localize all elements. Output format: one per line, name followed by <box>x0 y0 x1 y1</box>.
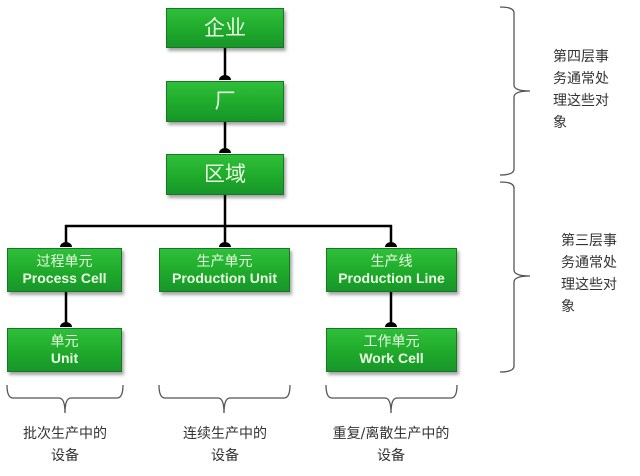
brace-level4 <box>499 6 531 176</box>
side-note-level4: 第四层事务通常处理这些对象 <box>553 49 609 131</box>
bottom-note-line2: 设备 <box>51 448 79 464</box>
node-label-zh: 过程单元 <box>36 253 93 270</box>
bottom-note-discrete: 重复/离散生产中的 设备 <box>316 423 466 467</box>
connector-cap <box>60 322 72 327</box>
node-label-en: Production Unit <box>172 270 277 286</box>
brace-continuous <box>158 384 291 414</box>
node-label: 厂 <box>214 89 236 114</box>
brace-discrete <box>325 384 458 414</box>
node-site[interactable]: 厂 <box>166 81 284 122</box>
connector-cap <box>219 148 231 153</box>
connector-cap <box>60 242 72 247</box>
bottom-note-continuous: 连续生产中的 设备 <box>160 423 290 467</box>
node-label-zh: 生产单元 <box>196 253 253 270</box>
brace-batch <box>6 384 124 414</box>
bottom-note-line1: 批次生产中的 <box>23 426 107 442</box>
bottom-note-line2: 设备 <box>211 448 239 464</box>
node-label: 区域 <box>204 162 246 187</box>
node-production-line[interactable]: 生产线 Production Line <box>326 248 457 292</box>
node-area[interactable]: 区域 <box>166 154 284 195</box>
connector-cap <box>385 242 397 247</box>
node-process-cell[interactable]: 过程单元 Process Cell <box>7 248 122 292</box>
node-label-en: Process Cell <box>22 270 107 286</box>
node-label: 企业 <box>204 15 246 40</box>
connector-cap <box>219 242 231 247</box>
side-note-level3: 第三层事务通常处理这些对象 <box>561 233 617 315</box>
connector-cap <box>219 75 231 80</box>
bottom-note-line1: 重复/离散生产中的 <box>332 426 450 442</box>
node-label-en: Work Cell <box>359 350 424 366</box>
bottom-note-line1: 连续生产中的 <box>183 426 267 442</box>
node-label-zh: 单元 <box>50 333 79 350</box>
brace-level3 <box>499 181 531 373</box>
node-enterprise[interactable]: 企业 <box>166 8 284 48</box>
node-unit[interactable]: 单元 Unit <box>7 328 122 372</box>
node-production-unit[interactable]: 生产单元 Production Unit <box>159 248 290 292</box>
bottom-note-batch: 批次生产中的 设备 <box>2 423 128 467</box>
node-label-en: Unit <box>50 350 79 366</box>
bottom-note-line2: 设备 <box>377 448 405 464</box>
node-label-zh: 生产线 <box>370 253 413 270</box>
node-work-cell[interactable]: 工作单元 Work Cell <box>326 328 457 372</box>
connector-cap <box>385 322 397 327</box>
node-label-en: Production Line <box>338 270 445 286</box>
node-label-zh: 工作单元 <box>363 333 420 350</box>
